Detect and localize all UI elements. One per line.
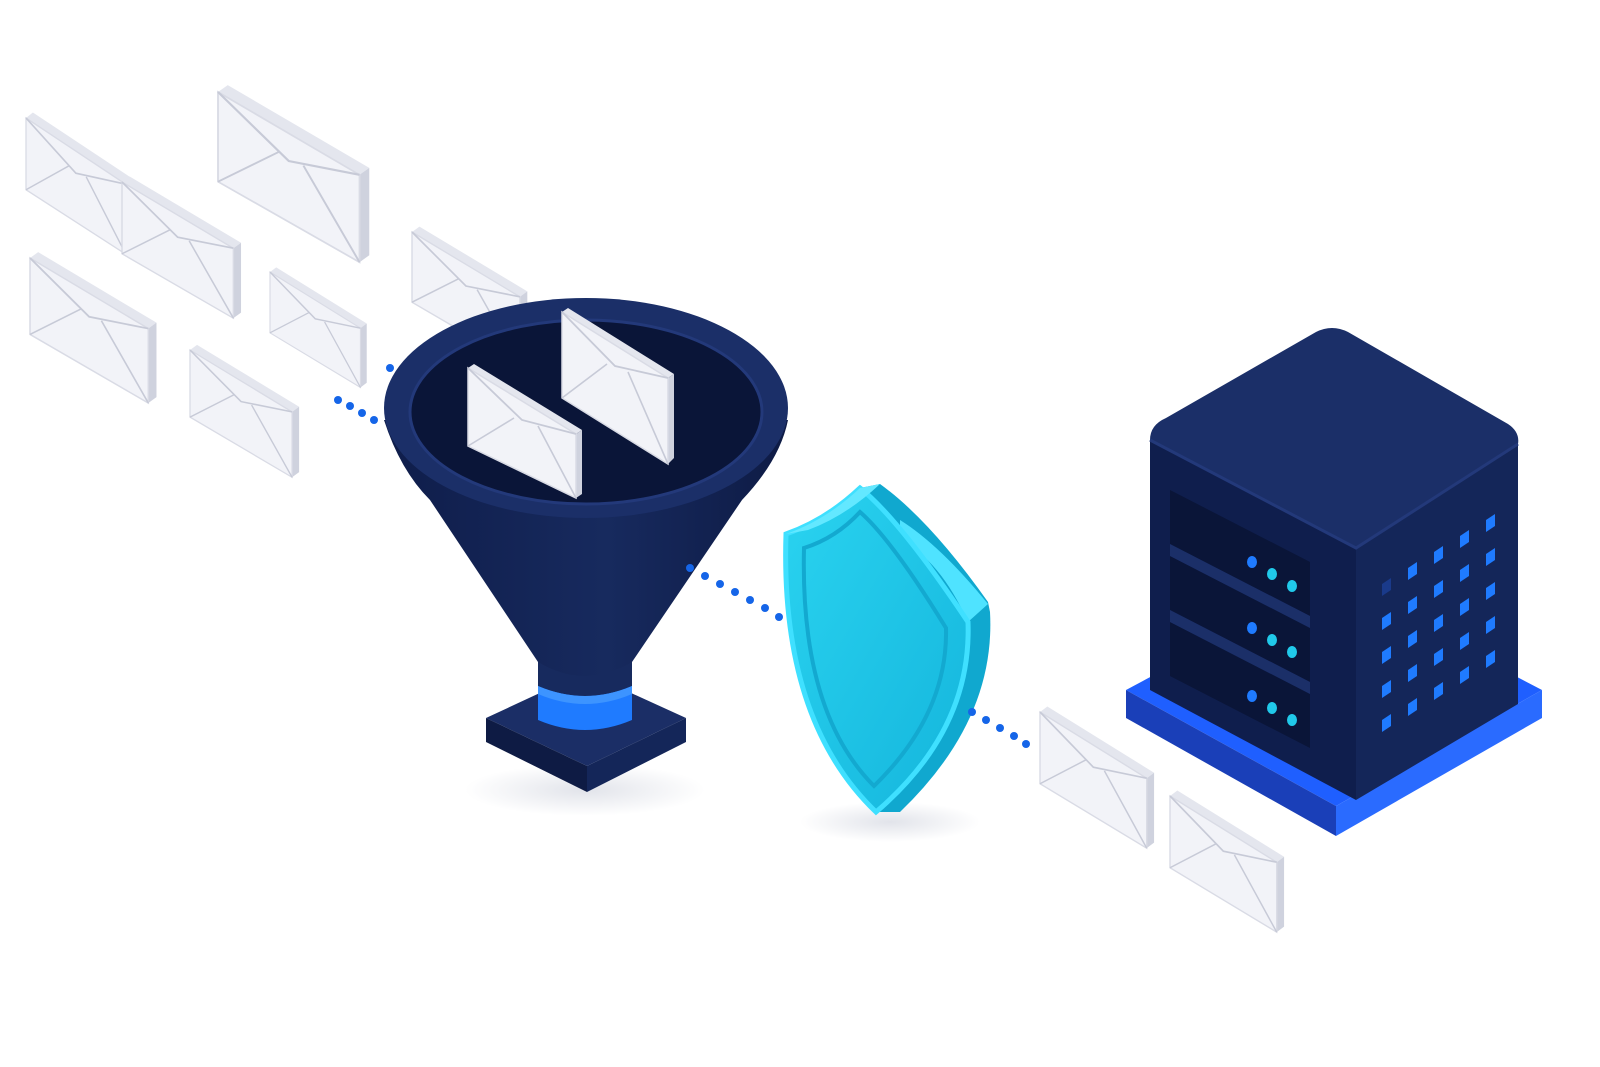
vent-slot [1486, 548, 1495, 566]
vent-slot [1434, 648, 1443, 666]
server-icon [1126, 328, 1542, 836]
vent-slot [1408, 664, 1417, 682]
status-lights [1247, 556, 1297, 726]
vent-slot [1408, 698, 1417, 716]
vent-slot [1382, 578, 1391, 596]
envelope-icon [467, 364, 582, 500]
vent-slot [1408, 630, 1417, 648]
funnel-icon [384, 298, 788, 816]
vent-slot [1460, 666, 1469, 684]
vent-slot [1460, 530, 1469, 548]
envelope-icon [29, 251, 158, 404]
vent-slot [1486, 650, 1495, 668]
envelope-icon [561, 308, 674, 466]
envelope-icon [25, 111, 134, 255]
vent-slot [1460, 632, 1469, 650]
envelope-icon [269, 266, 368, 389]
shield-icon [783, 484, 991, 842]
vent-slot [1382, 646, 1391, 664]
envelope-icon [189, 344, 300, 479]
vent-slot [1434, 682, 1443, 700]
vent-slot [1382, 612, 1391, 630]
vent-slot [1486, 616, 1495, 634]
vent-slot [1434, 546, 1443, 564]
vent-slot [1460, 564, 1469, 582]
vent-slot [1434, 614, 1443, 632]
vent-slot [1408, 562, 1417, 580]
envelope-icon [1039, 705, 1155, 849]
vent-slot [1486, 514, 1495, 532]
flow-dots-filtered [686, 564, 783, 621]
vent-slot [1382, 680, 1391, 698]
envelope-icon [121, 175, 242, 320]
envelope-icon [216, 84, 371, 264]
vent-slot [1382, 714, 1391, 732]
vent-slot [1434, 580, 1443, 598]
vent-slot [1486, 582, 1495, 600]
server-rack-panels [1170, 490, 1310, 748]
vent-slot [1408, 596, 1417, 614]
envelope-icon [1169, 789, 1285, 933]
vent-slot [1460, 598, 1469, 616]
server-vent-grid [1382, 514, 1495, 732]
flow-dots-delivered [968, 708, 1030, 748]
